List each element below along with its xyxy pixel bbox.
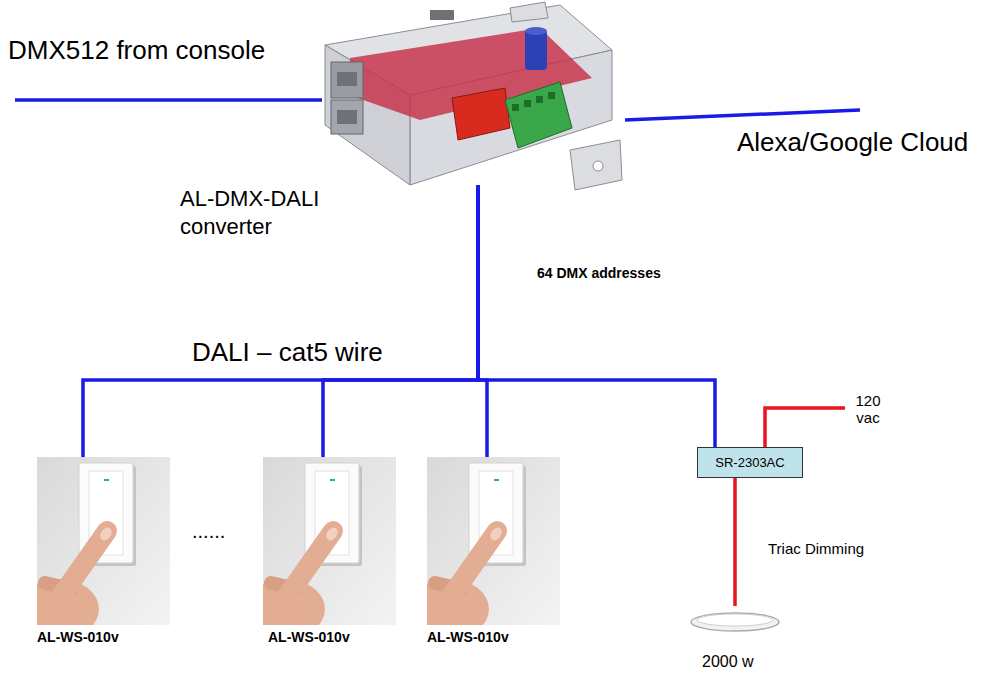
- downlight: 2000 w: [690, 606, 780, 678]
- address-count: 64 DMX addresses: [537, 265, 661, 281]
- part-label: 2000 w: [702, 652, 780, 671]
- part-label: AL-WS-010v: [268, 629, 396, 646]
- switch-illustration: [409, 457, 560, 639]
- wall-switch: AL-WS-010v: [37, 457, 170, 652]
- switch-illustration: [19, 457, 170, 639]
- downlight-illustration: [691, 613, 779, 631]
- converter-illustration: [325, 2, 622, 190]
- dali-wire: [478, 185, 715, 447]
- dali-wire: [323, 185, 478, 457]
- part-label: AL-WS-010v: [427, 629, 560, 646]
- switch-illustration: [245, 457, 396, 639]
- dali-wire: [83, 185, 478, 457]
- dimmer-box: SR-2303AC: [697, 447, 803, 478]
- cloud-label: Alexa/Google Cloud: [737, 128, 968, 158]
- voltage-label: 120 vac: [848, 392, 888, 427]
- mains-wire: [765, 408, 845, 447]
- box-label: SR-2303AC: [715, 455, 784, 471]
- dimming-label: Triac Dimming: [768, 540, 864, 557]
- bus-label: DALI – cat5 wire: [192, 338, 383, 368]
- cloud-wire: [625, 110, 860, 120]
- triac-wire: [733, 478, 737, 606]
- dmx-input-wire: [15, 98, 322, 102]
- input-label: DMX512 from console: [8, 36, 265, 66]
- wall-switch: AL-WS-010v: [263, 457, 396, 652]
- ellipsis-mark: ......: [192, 520, 225, 543]
- part-label: AL-DMX-DALI converter: [180, 185, 340, 241]
- converter-unit: AL-DMX-DALI converter: [320, 2, 620, 185]
- wall-switch: AL-WS-010v: [427, 457, 560, 652]
- part-label: AL-WS-010v: [37, 629, 170, 646]
